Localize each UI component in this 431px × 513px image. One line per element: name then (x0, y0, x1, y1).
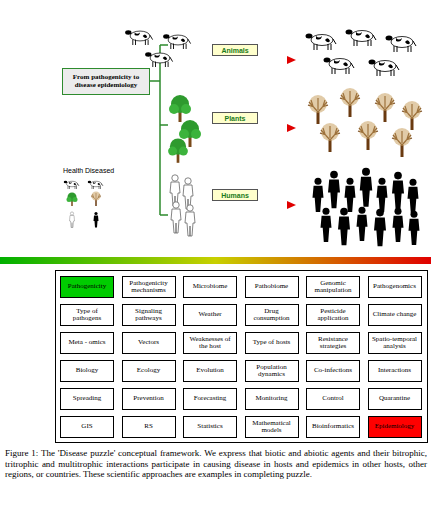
puzzle-piece: Mathematical models (245, 416, 299, 438)
puzzle-frame (56, 271, 428, 443)
puzzle-piece: Microbiome (183, 276, 237, 298)
node-text: Spatio-temporal analysis (370, 336, 420, 351)
node-text: From pathogenicity to disease epidemiolo… (64, 74, 148, 89)
node-text: Pathobiome (255, 283, 288, 290)
puzzle-piece: RS (122, 416, 176, 438)
figure-caption: Figure 1: The 'Disease puzzle' conceptua… (5, 448, 427, 480)
puzzle-piece: Pathobiome (245, 276, 299, 298)
puzzle-piece: Pathogenicity (60, 276, 114, 298)
node-text: Quarantine (379, 395, 410, 402)
node-text: Pathogenicity mechanisms (124, 280, 174, 295)
node-text: Mathematical models (247, 420, 297, 435)
host-label: Plants (212, 112, 258, 124)
node-text: Interactions (378, 367, 411, 374)
healthy-plants (168, 95, 201, 163)
puzzle-piece: Co-infections (306, 360, 360, 382)
puzzle-piece: Interactions (368, 360, 422, 382)
puzzle-piece: Quarantine (368, 388, 422, 410)
puzzle-piece: Ecology (122, 360, 176, 382)
node-text: Type of hosts (253, 339, 291, 346)
node-text: Drug consumption (247, 308, 297, 323)
puzzle-piece: Weather (183, 304, 237, 326)
node-text: Prevention (133, 395, 163, 402)
puzzle-piece: Type of hosts (245, 332, 299, 354)
node-text: Statistics (197, 423, 222, 430)
free-label: Health (63, 167, 83, 174)
puzzle-piece: Meta - omics (60, 332, 114, 354)
node-text: Population dynamics (247, 364, 297, 379)
puzzle-piece: Signaling pathways (122, 304, 176, 326)
node-text: Microbiome (193, 283, 228, 290)
puzzle-piece: Vectors (122, 332, 176, 354)
node-text: Control (322, 395, 343, 402)
puzzle-piece: GIS (60, 416, 114, 438)
node-text: RS (144, 423, 153, 430)
node-text: Spreading (73, 395, 101, 402)
node-text: Meta - omics (69, 339, 106, 346)
puzzle-piece: Spreading (60, 388, 114, 410)
free-label: Diseased (85, 167, 114, 174)
puzzle-piece: Biology (60, 360, 114, 382)
node-text: Type of pathogens (62, 308, 112, 323)
node-text: Animals (221, 47, 248, 54)
diseased-plants (308, 88, 422, 157)
node-text: Weather (198, 311, 221, 318)
node-text: GIS (81, 423, 92, 430)
node-text: Climate change (373, 311, 417, 318)
puzzle-piece: Pathogenomics (368, 276, 422, 298)
node-text: Pathogenomics (373, 283, 416, 290)
puzzle-piece: Genomic manipulation (306, 276, 360, 298)
puzzle-piece: Spatio-temporal analysis (368, 332, 422, 354)
node-text: Humans (221, 192, 249, 199)
puzzle-piece: Epidemiology (368, 416, 422, 438)
progression-arrows (200, 56, 296, 209)
puzzle-piece: Pathogenicity mechanisms (122, 276, 176, 298)
puzzle-piece: Statistics (183, 416, 237, 438)
puzzle-piece: Drug consumption (245, 304, 299, 326)
health-icons (64, 181, 103, 228)
node-text: Pathogenicity (68, 283, 107, 290)
node-text: Weaknesses of the host (185, 336, 235, 351)
puzzle-piece: Resistance strategies (306, 332, 360, 354)
puzzle-piece: Evolution (183, 360, 237, 382)
node-text: Signaling pathways (124, 308, 174, 323)
healthy-animals (125, 30, 190, 67)
puzzle-piece: Monitoring (245, 388, 299, 410)
puzzle-piece: Pesticide application (306, 304, 360, 326)
node-text: Biology (76, 367, 99, 374)
puzzle-piece: Prevention (122, 388, 176, 410)
puzzle-piece: Climate change (368, 304, 422, 326)
node-text: Ecology (137, 367, 160, 374)
puzzle-piece: Forecasting (183, 388, 237, 410)
diseased-humans (313, 168, 420, 246)
host-label: Animals (212, 44, 258, 56)
node-text: Evolution (196, 367, 224, 374)
puzzle-piece: Weaknesses of the host (183, 332, 237, 354)
node-text: Vectors (138, 339, 159, 346)
bracket (150, 45, 168, 215)
host-label: Humans (212, 189, 258, 201)
node-text: Genomic manipulation (308, 280, 358, 295)
node-text: Forecasting (194, 395, 227, 402)
puzzle-piece: Control (306, 388, 360, 410)
node-text: Co-infections (314, 367, 352, 374)
node-text: Bioinformatics (312, 423, 354, 430)
node-text: Resistance strategies (308, 336, 358, 351)
node-text: Pesticide application (308, 308, 358, 323)
puzzle-piece: Type of pathogens (60, 304, 114, 326)
node-text: Monitoring (256, 395, 288, 402)
healthy-humans (170, 175, 195, 236)
puzzle-piece: Population dynamics (245, 360, 299, 382)
node-text: Plants (224, 115, 245, 122)
puzzle-piece: Bioinformatics (306, 416, 360, 438)
node-text: Epidemiology (375, 423, 415, 430)
gradient-bar (0, 257, 431, 264)
title-box: From pathogenicity to disease epidemiolo… (62, 68, 150, 95)
diseased-animals (306, 30, 417, 77)
